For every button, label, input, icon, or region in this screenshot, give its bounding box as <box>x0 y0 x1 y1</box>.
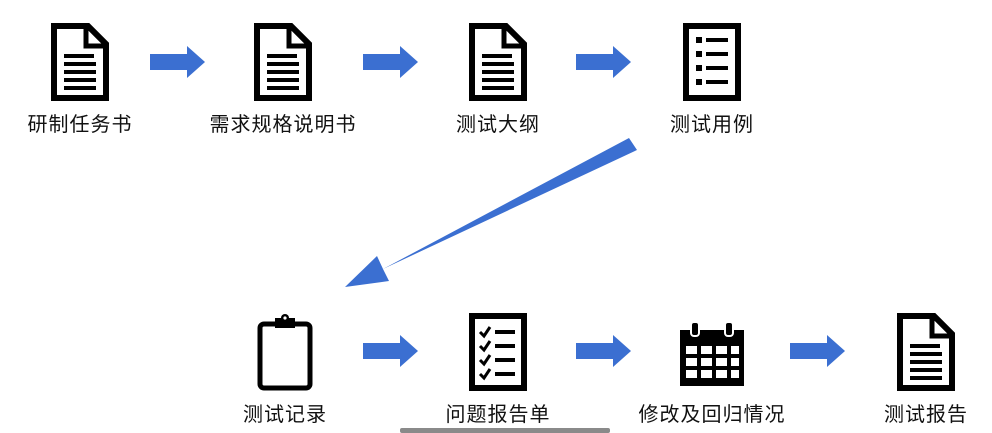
step-node: 测试报告 <box>846 312 992 427</box>
step-label: 测试用例 <box>670 112 754 136</box>
step-node: 测试用例 <box>632 22 792 137</box>
step-node: 研制任务书 <box>0 22 160 137</box>
arrow-1-to-2 <box>150 46 205 78</box>
step-node: 需求规格说明书 <box>203 22 363 137</box>
step-node: 测试大纲 <box>418 22 578 137</box>
arrow-2-to-3 <box>363 46 418 78</box>
checklist-icon <box>682 22 742 102</box>
step-label: 需求规格说明书 <box>209 112 357 136</box>
step-label: 测试报告 <box>884 402 968 426</box>
arrow-3-to-4 <box>576 46 631 78</box>
step-node: 问题报告单 <box>418 312 578 427</box>
clipboard-icon <box>255 312 315 392</box>
step-label: 修改及回归情况 <box>638 402 786 426</box>
step-node: 修改及回归情况 <box>632 320 792 427</box>
step-label: 测试记录 <box>243 402 327 426</box>
document-icon <box>896 312 956 392</box>
arrow-5-to-6 <box>363 335 418 367</box>
arrow-6-to-7 <box>576 335 631 367</box>
scroll-indicator[interactable] <box>400 428 610 433</box>
calendar-icon <box>677 320 747 390</box>
step-label: 测试大纲 <box>456 112 540 136</box>
document-icon <box>50 22 110 102</box>
document-icon <box>253 22 313 102</box>
step-node: 测试记录 <box>205 312 365 427</box>
step-label: 研制任务书 <box>27 112 133 136</box>
checkmark-list-icon <box>468 312 528 392</box>
document-icon <box>468 22 528 102</box>
step-label: 问题报告单 <box>445 402 551 426</box>
arrow-4-to-5-diagonal <box>345 138 637 287</box>
arrow-7-to-8 <box>790 335 845 367</box>
